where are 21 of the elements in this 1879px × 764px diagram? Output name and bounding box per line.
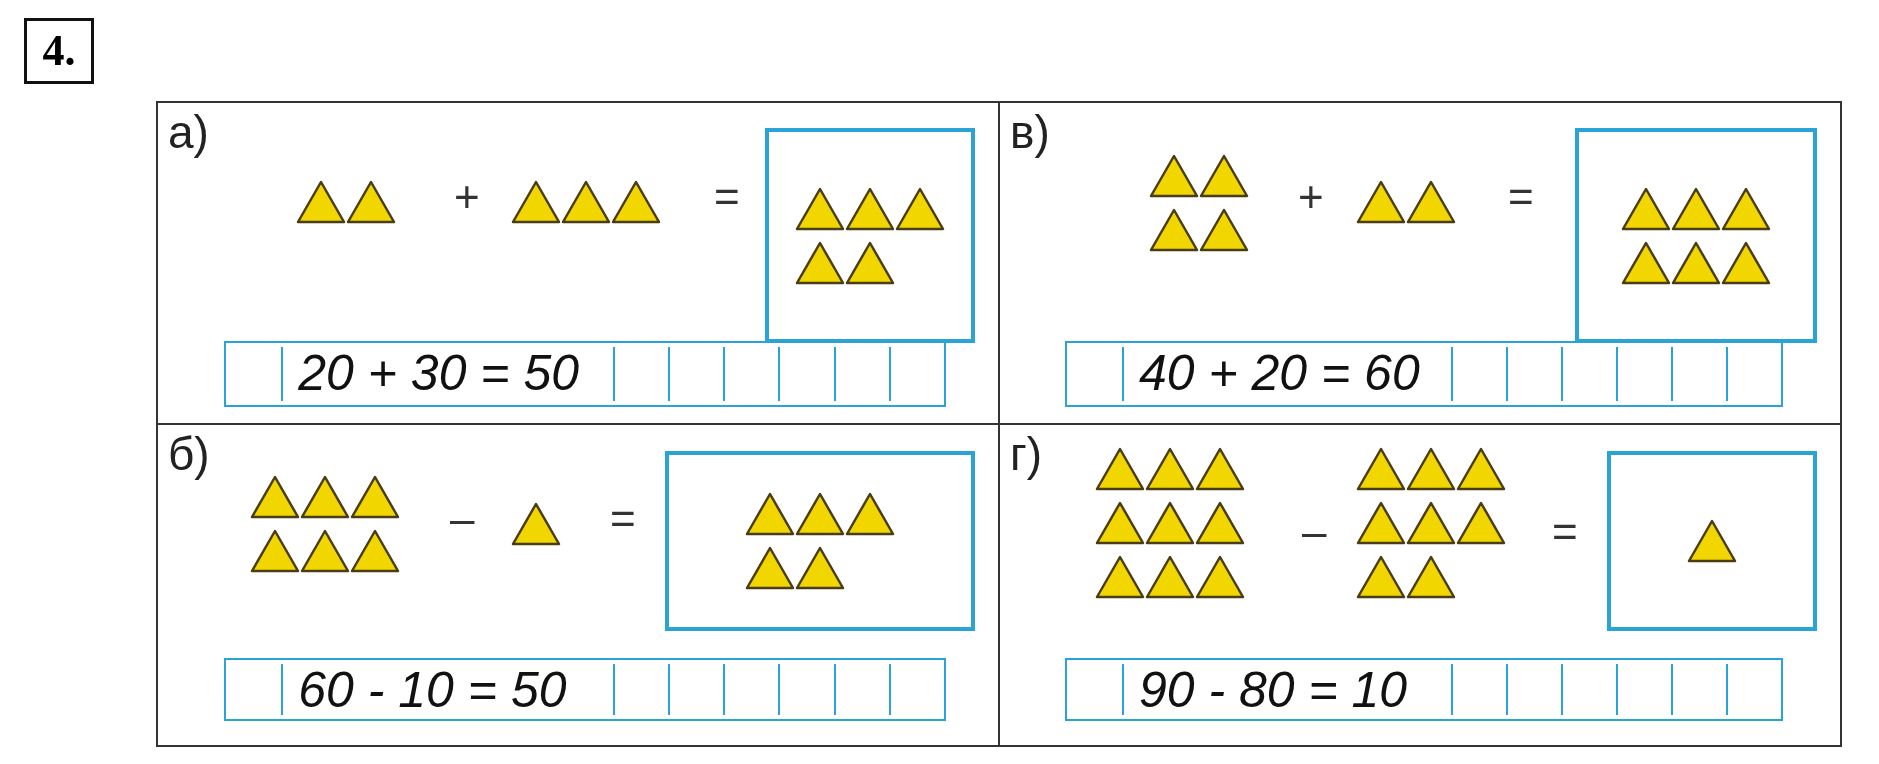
operator-sign: + <box>454 175 480 219</box>
answer-box <box>765 128 975 343</box>
operator-sign: – <box>450 497 475 541</box>
exercise-panel <box>156 101 1000 425</box>
exercise-panel <box>156 423 1000 747</box>
exercise-number: 4. <box>24 18 94 84</box>
equals-sign: = <box>1508 175 1534 219</box>
operator-sign: + <box>1298 175 1324 219</box>
exercise-panel <box>998 423 1842 747</box>
exercise-panel <box>998 101 1842 425</box>
answer-box <box>1607 451 1817 631</box>
equals-sign: = <box>714 175 740 219</box>
answer-cell-strip <box>1065 658 1783 721</box>
equals-sign: = <box>610 497 636 541</box>
answer-box <box>1575 128 1817 343</box>
answer-cell-strip <box>1065 341 1783 407</box>
equals-sign: = <box>1552 510 1578 554</box>
answer-cell-strip <box>224 341 946 407</box>
answer-box <box>665 451 975 631</box>
answer-cell-strip <box>224 658 946 721</box>
operator-sign: – <box>1302 510 1327 554</box>
